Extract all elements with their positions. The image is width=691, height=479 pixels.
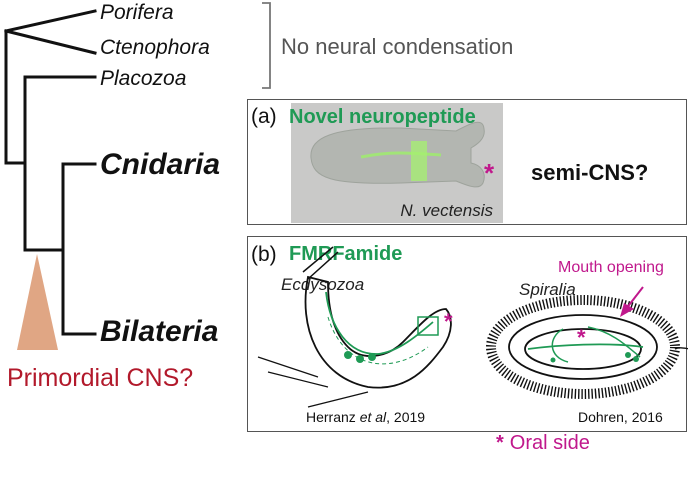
nematostella-photo: N. vectensis (291, 103, 503, 223)
taxon-placozoa: Placozoa (100, 67, 187, 90)
group-spiralia: Spiralia (519, 280, 576, 299)
branch-placozoa (23, 75, 97, 242)
ecdysozoa-oral-star-icon: * (444, 309, 453, 334)
branch-cnidaria-bilateria (61, 162, 97, 336)
citation-author: Herranz (306, 409, 360, 425)
species-n-vectensis: N. vectensis (400, 201, 493, 220)
legend-star-icon: * (496, 432, 504, 454)
citation-etal: et al (359, 409, 387, 425)
primordial-cns-label: Primordial CNS? (7, 364, 194, 392)
citation-dohren: Dohren, 2016 (578, 409, 663, 425)
panel-a-title: Novel neuropeptide (289, 106, 476, 128)
citation-year: , 2019 (386, 409, 426, 425)
legend-oral-side: *Oral side (496, 432, 590, 455)
mouth-opening-label: Mouth opening (558, 259, 664, 276)
branch-eumetazoa (23, 238, 65, 252)
branch-ctenophora (4, 29, 97, 55)
oral-star-icon: * (484, 158, 495, 188)
polyp-image (310, 121, 485, 188)
citation-herranz: Herranz et al, 2019 (306, 409, 425, 425)
branch-porifera (4, 9, 97, 33)
legend-label: Oral side (509, 432, 590, 454)
spiralia-drawing (486, 286, 688, 399)
group-ecdysozoa: Ecdysozoa (281, 275, 365, 294)
semi-cns-label: semi-CNS? (531, 160, 649, 185)
panel-b: (b) FMRFamide Ecdysozoa Spiralia (247, 236, 688, 432)
ecdysozoa-drawing (257, 246, 452, 408)
bracket-no-neural (262, 2, 271, 89)
taxon-ctenophora: Ctenophora (100, 36, 210, 59)
taxon-porifera: Porifera (100, 1, 174, 24)
panel-b-letter: (b) (251, 243, 277, 266)
taxon-cnidaria: Cnidaria (100, 148, 221, 181)
primordial-triangle (17, 254, 58, 350)
branch-root-stem (4, 29, 27, 165)
organism-drawings (257, 246, 688, 408)
no-neural-condensation-label: No neural condensation (281, 34, 514, 59)
panel-a-letter: (a) (251, 105, 277, 128)
spiralia-oral-star-icon: * (577, 325, 586, 350)
panel-a: N. vectensis (a) Novel neuropeptide * se… (247, 99, 687, 225)
taxon-bilateria: Bilateria (100, 315, 219, 348)
